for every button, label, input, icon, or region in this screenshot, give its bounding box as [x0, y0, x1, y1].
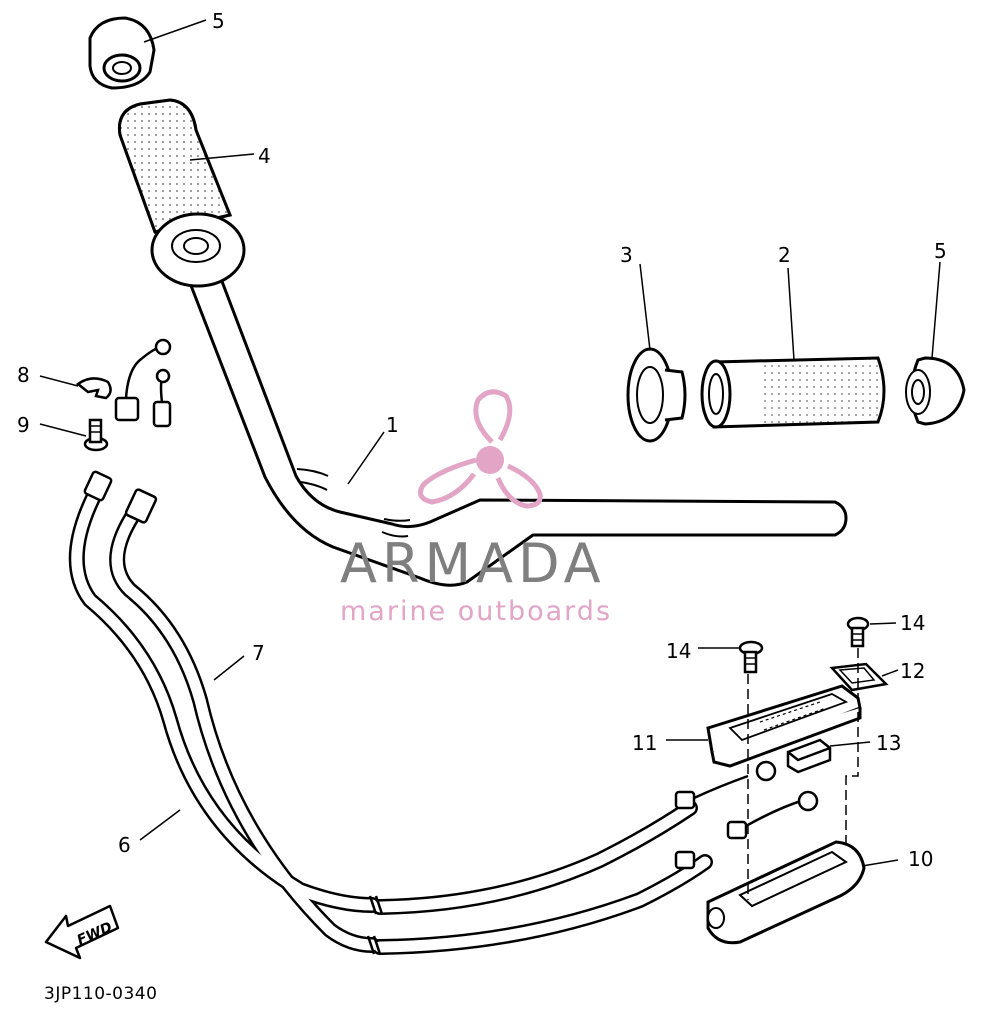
watermark-tagline: marine outboards	[340, 596, 612, 627]
watermark: ARMADA marine outboards	[340, 389, 612, 627]
handlebar	[183, 261, 848, 587]
callout-3: 3	[620, 243, 633, 267]
cable-holder	[786, 738, 832, 774]
screw-housing-left	[738, 640, 764, 674]
callout-14-left: 14	[666, 639, 691, 663]
bar-end-cap-top	[88, 16, 156, 90]
callout-11: 11	[632, 731, 657, 755]
forward-direction-arrow: FWD	[44, 904, 120, 960]
callout-9: 9	[17, 413, 30, 437]
callout-8: 8	[17, 363, 30, 387]
clip	[75, 377, 112, 400]
watermark-brand: ARMADA	[340, 532, 606, 595]
grip-flange-right	[626, 347, 687, 443]
screw-housing-right	[846, 616, 870, 648]
callout-5-top: 5	[212, 9, 225, 33]
cover-plate	[829, 662, 889, 692]
housing-upper	[706, 684, 862, 768]
bar-end-cap-right	[905, 356, 966, 426]
assembly-guide-lines	[747, 648, 859, 900]
callout-labels: 1 2 3 4 5 5 6 7 8 9 10 11 12 13 14 14	[17, 9, 947, 871]
callout-13: 13	[876, 731, 901, 755]
propeller-icon	[417, 389, 543, 509]
leader-lines	[39, 19, 941, 867]
housing-lower	[706, 840, 866, 945]
throttle-cable-inner	[71, 482, 711, 953]
callout-7: 7	[252, 641, 265, 665]
cable-fittings	[83, 338, 819, 870]
throttle-grip	[117, 98, 246, 288]
part-code: 3JP110-0340	[44, 984, 158, 1004]
grip-right	[700, 356, 886, 429]
callout-12: 12	[900, 659, 925, 683]
propeller-hub	[476, 446, 504, 474]
screw-small	[83, 418, 109, 452]
callout-4: 4	[258, 144, 271, 168]
callout-10: 10	[908, 847, 933, 871]
callout-2: 2	[778, 243, 791, 267]
cable-splice-marks	[366, 895, 384, 955]
callout-6: 6	[118, 833, 131, 857]
callout-14-right: 14	[900, 611, 925, 635]
callout-5-right: 5	[934, 239, 947, 263]
callout-1: 1	[386, 413, 399, 437]
